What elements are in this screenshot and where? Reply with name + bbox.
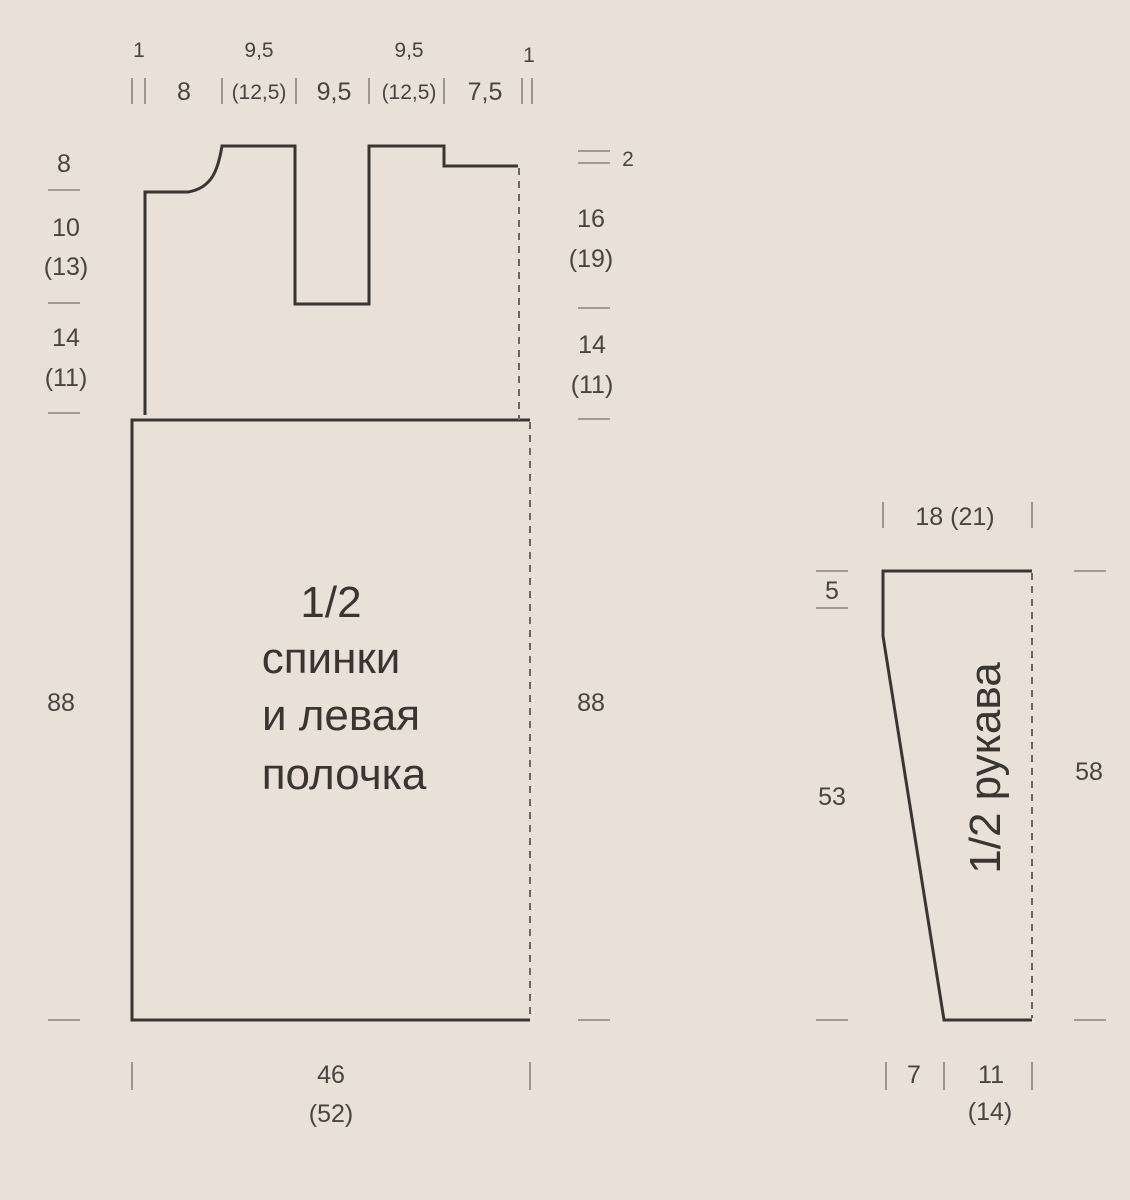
- left-dimension-ticks: [48, 189, 80, 1021]
- dim-right-lower: 14: [578, 331, 606, 359]
- dim-top-edge-right: 1: [523, 44, 535, 67]
- dim-right-lower-alt: (11): [571, 371, 614, 399]
- dim-sleeve-top-width: 18 (21): [915, 503, 994, 531]
- body-title-line-2: спинки: [262, 634, 401, 683]
- dim-sleeve-bottom-right: 11: [978, 1061, 1004, 1089]
- dim-top-neck-right-alt: (12,5): [382, 81, 437, 104]
- dim-left-length: 88: [47, 689, 75, 717]
- dim-right-length: 88: [577, 689, 605, 717]
- body-upper-outline: [143, 144, 518, 415]
- dim-right-step: 2: [622, 148, 634, 171]
- dim-top-shoulder: 8: [177, 78, 191, 106]
- body-title-line-3: и левая: [262, 691, 420, 740]
- dim-sleeve-cap: 5: [825, 577, 839, 605]
- sleeve-piece: 1/2 рукава 18 (21) 5 53 58 7 11 (14): [816, 502, 1106, 1126]
- right-dimension-ticks: [578, 150, 610, 1021]
- body-title-line-4: полочка: [262, 750, 427, 799]
- top-dimension-ticks: [131, 78, 533, 104]
- dim-right-upper: 16: [577, 205, 605, 233]
- sleeve-outline: [881, 569, 1032, 1022]
- dim-sleeve-bottom-right-alt: (14): [968, 1098, 1012, 1126]
- dim-left-lower-armhole-alt: (11): [45, 364, 88, 392]
- dim-bottom-width: 46: [317, 1061, 345, 1089]
- body-title-line-1: 1/2: [300, 578, 361, 627]
- dim-top-slot: 9,5: [317, 78, 352, 106]
- body-lower-outline: [130, 418, 530, 1022]
- bottom-dimension-ticks: [131, 1062, 531, 1090]
- body-piece: 1/2 спинки и левая полочка 1 8 9,5 (12,5…: [44, 39, 634, 1128]
- dim-top-edge-right-width: 7,5: [468, 78, 503, 106]
- dim-top-neck-left: 9,5: [244, 39, 273, 62]
- sleeve-title: 1/2 рукава: [961, 662, 1010, 874]
- dim-left-lower-armhole: 14: [52, 324, 80, 352]
- dim-top-neck-right: 9,5: [394, 39, 423, 62]
- dim-top-edge-left: 1: [133, 39, 145, 62]
- dim-sleeve-right-length: 58: [1075, 758, 1103, 786]
- dim-top-neck-left-alt: (12,5): [232, 81, 287, 104]
- dim-left-armhole: 10: [52, 214, 80, 242]
- dim-left-armhole-alt: (13): [44, 253, 88, 281]
- dim-left-neck-depth: 8: [57, 150, 71, 178]
- dim-sleeve-left-length: 53: [818, 783, 846, 811]
- dim-right-upper-alt: (19): [569, 245, 613, 273]
- dim-bottom-width-alt: (52): [309, 1100, 353, 1128]
- dim-sleeve-bottom-left: 7: [907, 1061, 921, 1089]
